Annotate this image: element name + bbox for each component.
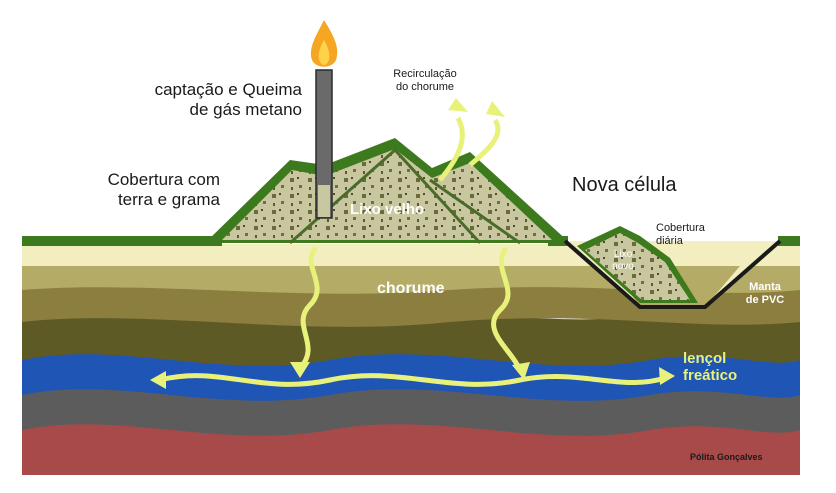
new-waste-label-line1: Lixo [613,249,633,260]
pipe-perforation [318,185,330,217]
methane-label-line2: de gás metano [189,99,302,119]
pvc-liner-label: Manta de PVC [738,281,792,306]
new-waste-mound [585,233,690,300]
old-waste-seam-2 [429,178,521,245]
methane-pipe [315,69,333,219]
old-waste-mound [222,149,552,240]
methane-flame-core [318,40,330,65]
arrowhead-right [659,367,675,385]
dark-soil-layer [22,310,800,366]
arrowhead-down-left [290,362,310,378]
arrowhead-up-2 [486,101,505,117]
arrowhead-left [150,371,166,389]
methane-label-line1: captação e Queima [154,80,302,99]
grass-cover-label: Cobertura com terra e grama [88,170,220,209]
credit-label: Pólita Gonçalves [690,452,763,462]
grass-right [778,236,800,246]
grass-cover-label-line2: terra e grama [117,189,220,209]
leachate-label: chorume [377,280,445,297]
grass-left [22,236,222,246]
recirculation-arrow [438,116,465,182]
daily-cover-label-line1: Cobertura [656,222,705,234]
water-table-arrow [159,373,666,387]
water-table-label-line2: freático [683,367,738,385]
recirculation-arrow-2 [468,118,501,167]
pvc-liner-label-line1: Manta [749,281,781,293]
water-table-label: lençol freático [683,350,737,385]
leachate-arrow-left [298,246,320,370]
arrowhead-up [448,98,468,112]
recirculation-label-line1: Recirculação [393,68,457,80]
recirculation-label-line2: do chorume [395,80,455,93]
pvc-liner [563,239,782,309]
arrowhead-down-right [512,362,530,380]
water-table-label-line1: lençol [683,350,727,367]
methane-label: captação e Queima de gás metano [140,80,302,119]
new-waste-label: Lixo novo [606,249,640,272]
brown-soil-layer [22,278,800,327]
new-cell-label: Nova célula [572,174,677,196]
leachate-arrow-right [491,246,523,372]
recirculation-label: Recirculação do chorume [380,68,470,93]
old-waste-label: Lixo velho [350,201,425,218]
pvc-liner-label-line2: de PVC [745,293,785,306]
daily-cover-label: Cobertura diária [656,222,705,247]
grass-cover-label-line1: Cobertura com [107,170,220,189]
daily-cover-label-line2: diária [656,234,683,247]
new-waste-label-line2: novo [612,260,634,272]
